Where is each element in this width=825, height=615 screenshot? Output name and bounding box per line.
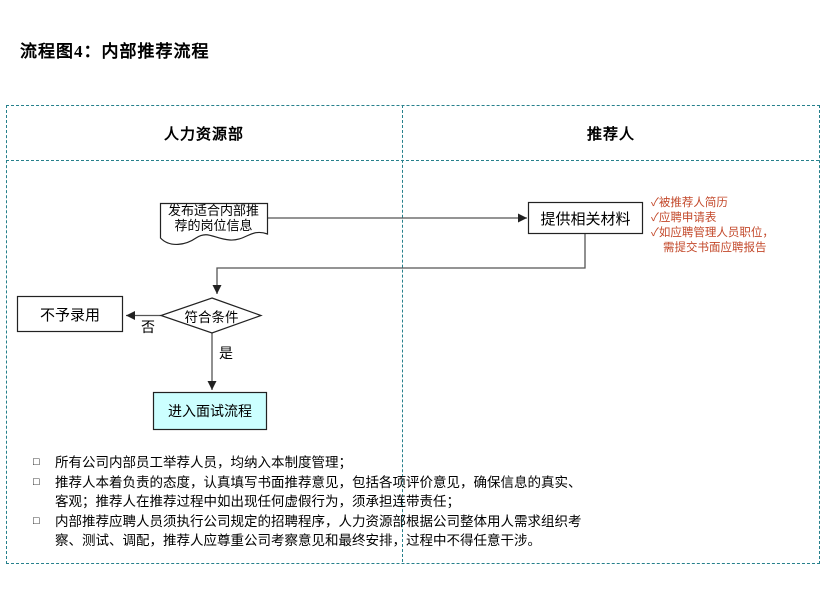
publish-info-document-shape: [159, 202, 269, 245]
connector-provide-to-decision: [212, 234, 586, 294]
note-text: 推荐人本着负责的态度，认真填写书面推荐意见，包括各项评价意见，确保信息的真实、客…: [55, 474, 582, 510]
decision-label: 符合条件: [184, 309, 239, 325]
interview-label: 进入面试流程: [168, 403, 252, 419]
provide-materials-box: [527, 201, 644, 235]
interview-box: [152, 391, 268, 431]
checklist-item: ✓如应聘管理人员职位，: [651, 227, 774, 239]
note-item: □ 所有公司内部员工举荐人员，均纳入本制度管理；: [33, 453, 611, 473]
decision-yes-label: 是: [219, 345, 233, 361]
header-row-divider: [6, 160, 819, 161]
note-text: 内部推荐应聘人员须执行公司规定的招聘程序，人力资源部根据公司整体用人需求组织考察…: [55, 513, 582, 549]
note-bullet: □: [33, 514, 40, 527]
swimlane-table-border: [6, 105, 820, 564]
page-title: 流程图4：内部推荐流程: [20, 42, 210, 61]
checklist-item: 需提交书面应聘报告: [663, 242, 767, 254]
publish-info-line2: 荐的岗位信息: [174, 217, 253, 233]
reject-label: 不予录用: [39, 306, 100, 324]
checklist-item: ✓被推荐人简历: [651, 197, 728, 209]
decision-no-label: 否: [141, 319, 155, 335]
provide-materials-label: 提供相关材料: [540, 210, 631, 228]
note-item: □ 推荐人本着负责的态度，认真填写书面推荐意见，包括各项评价意见，确保信息的真实…: [33, 473, 611, 512]
materials-checklist: ✓被推荐人简历 ✓应聘申请表 ✓如应聘管理人员职位， 需提交书面应聘报告: [651, 196, 774, 256]
notes-list: □ 所有公司内部员工举荐人员，均纳入本制度管理； □ 推荐人本着负责的态度，认真…: [33, 453, 611, 551]
lane-header-referrer: 推荐人: [586, 126, 635, 143]
note-item: □ 内部推荐应聘人员须执行公司规定的招聘程序，人力资源部根据公司整体用人需求组织…: [33, 512, 611, 551]
lane-header-hr: 人力资源部: [163, 126, 244, 143]
reject-box: [16, 295, 124, 333]
note-bullet: □: [33, 475, 40, 488]
note-text: 所有公司内部员工举荐人员，均纳入本制度管理；: [55, 455, 352, 470]
checklist-item: ✓应聘申请表: [651, 212, 717, 224]
decision-diamond: [159, 297, 263, 334]
publish-info-line1: 发布适合内部推: [167, 203, 259, 218]
note-bullet: □: [33, 456, 40, 468]
lane-column-divider: [402, 105, 403, 562]
publish-info-label: 发布适合内部推 荐的岗位信息: [160, 203, 267, 233]
